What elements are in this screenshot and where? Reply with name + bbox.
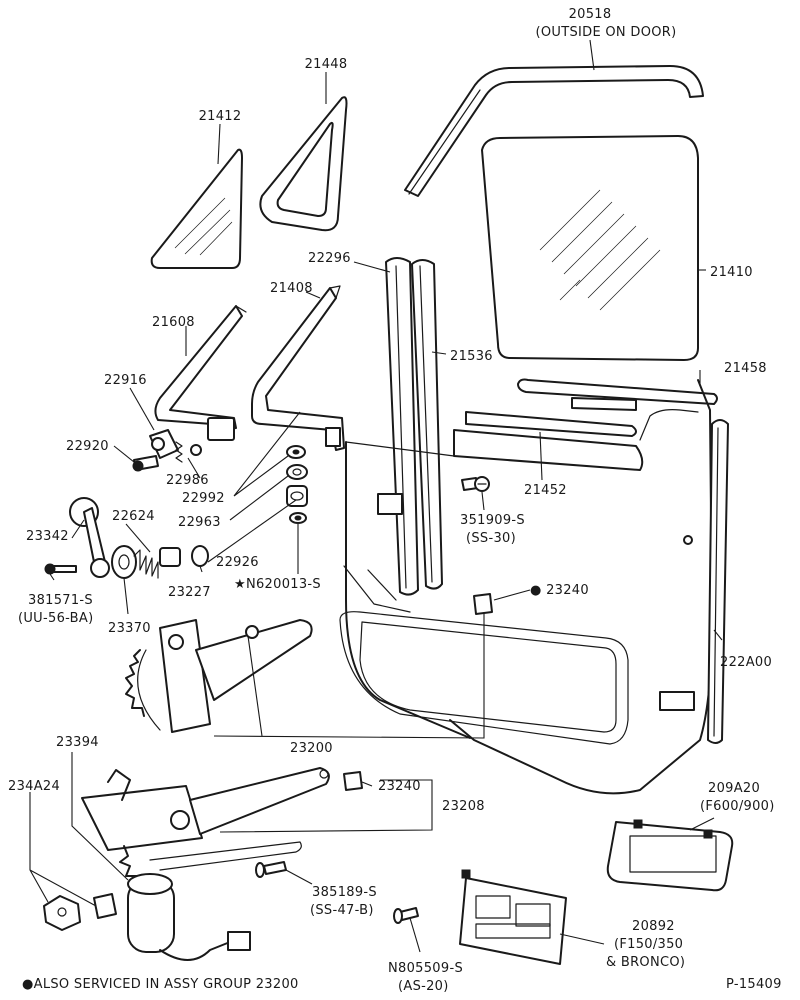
callout-209A20: 209A20 xyxy=(708,781,760,796)
callout-23370: 23370 xyxy=(108,621,151,636)
part-21458-belt-weatherstrip xyxy=(517,378,718,411)
part-22920-screw xyxy=(132,455,159,472)
callout-351909-s: 351909-S xyxy=(460,513,525,528)
callout-21608: 21608 xyxy=(152,315,195,330)
callout-21410: 21410 xyxy=(710,265,753,280)
callout-22926: 22926 xyxy=(216,555,259,570)
part-21410-door-glass xyxy=(481,135,699,361)
part-22926-bushing xyxy=(286,485,308,507)
callout-22986: 22986 xyxy=(166,473,209,488)
leader-lines xyxy=(29,39,723,953)
part-22963-spring-washer xyxy=(286,464,308,480)
part-381571-screw xyxy=(44,563,77,575)
callout-22963: 22963 xyxy=(178,515,221,530)
part-22916-pivot xyxy=(149,429,179,459)
callout-21448: 21448 xyxy=(305,57,348,72)
part-21448-vent-weatherstrip xyxy=(259,96,348,232)
part-22624-spring xyxy=(133,547,181,579)
callout-351909-s-note: (SS-30) xyxy=(466,531,516,546)
callout-20892-note1: (F150/350 xyxy=(614,937,683,952)
figure-id: P-15409 xyxy=(726,977,782,992)
part-23227-washer xyxy=(191,545,209,567)
callout-n805509-s-note: (AS-20) xyxy=(398,979,449,994)
callout-20518: 20518 xyxy=(569,7,612,22)
part-209A20-access-cover xyxy=(606,819,734,892)
part-21408-vent-frame xyxy=(251,285,345,451)
part-20892-access-cover xyxy=(459,869,567,965)
part-21608-vent-pivot-bracket xyxy=(154,305,247,441)
callout-234A24: 234A24 xyxy=(8,779,60,794)
part-22624-escutcheon xyxy=(111,545,137,579)
callout-21412: 21412 xyxy=(199,109,242,124)
part-23208-regulator xyxy=(81,767,330,891)
part-22986-spring xyxy=(175,441,202,463)
callout-20892-note2: & BRONCO) xyxy=(606,955,685,970)
callout-385189-s-note: (SS-47-B) xyxy=(310,903,374,918)
part-21452-belt-molding xyxy=(465,411,637,437)
callout-labels: 20518 (OUTSIDE ON DOOR) 21448 21412 2229… xyxy=(8,7,775,994)
part-23240-nut xyxy=(343,771,363,791)
part-234A24-gear xyxy=(93,893,117,919)
callout-22992: 22992 xyxy=(182,491,225,506)
part-n805509-rivet xyxy=(393,907,419,924)
part-20518-weatherstrip xyxy=(404,65,704,197)
callout-23394: 23394 xyxy=(56,735,99,750)
part-385189-rivet xyxy=(255,861,287,878)
part-22296-run-channel xyxy=(385,257,419,596)
part-22992-washer xyxy=(286,445,306,459)
part-222A00-rear-run-channel xyxy=(659,419,729,744)
part-23240-nut-door xyxy=(473,593,493,615)
callout-23240-regulator: 23240 xyxy=(378,779,421,794)
callout-21458: 21458 xyxy=(724,361,767,376)
callout-385189-s: 385189-S xyxy=(312,885,377,900)
callout-381571-s-note: (UU-56-BA) xyxy=(18,611,93,626)
part-234A24-drive-plate xyxy=(43,895,81,931)
callout-23208: 23208 xyxy=(442,799,485,814)
part-23394-motor xyxy=(127,873,251,961)
part-21412-vent-glass xyxy=(150,148,243,269)
callout-209A20-note: (F600/900) xyxy=(700,799,775,814)
callout-23200: 23200 xyxy=(290,741,333,756)
callout-21452: 21452 xyxy=(524,483,567,498)
callout-20518-note: (OUTSIDE ON DOOR) xyxy=(536,25,677,40)
callout-22920: 22920 xyxy=(66,439,109,454)
part-21536-glass-run xyxy=(377,259,443,590)
callout-23240-door: ● 23240 xyxy=(530,583,589,598)
part-23342-crank-handle xyxy=(69,497,110,578)
callout-23342: 23342 xyxy=(26,529,69,544)
callout-22296: 22296 xyxy=(308,251,351,266)
callout-381571-s: 381571-S xyxy=(28,593,93,608)
callout-22916: 22916 xyxy=(104,373,147,388)
part-351909-screw xyxy=(461,476,490,492)
callout-n620013-s: ★N620013-S xyxy=(234,577,321,592)
part-23200-regulator-installed xyxy=(125,619,313,733)
footnote: ●ALSO SERVICED IN ASSY GROUP 23200 xyxy=(22,977,299,992)
callout-21408: 21408 xyxy=(270,281,313,296)
callout-222A00: 222A00 xyxy=(720,655,772,670)
callout-22624: 22624 xyxy=(112,509,155,524)
callout-n805509-s: N805509-S xyxy=(388,961,463,976)
callout-23227: 23227 xyxy=(168,585,211,600)
callout-21536: 21536 xyxy=(450,349,493,364)
callout-20892: 20892 xyxy=(632,919,675,934)
part-n620013-nut xyxy=(289,512,307,524)
